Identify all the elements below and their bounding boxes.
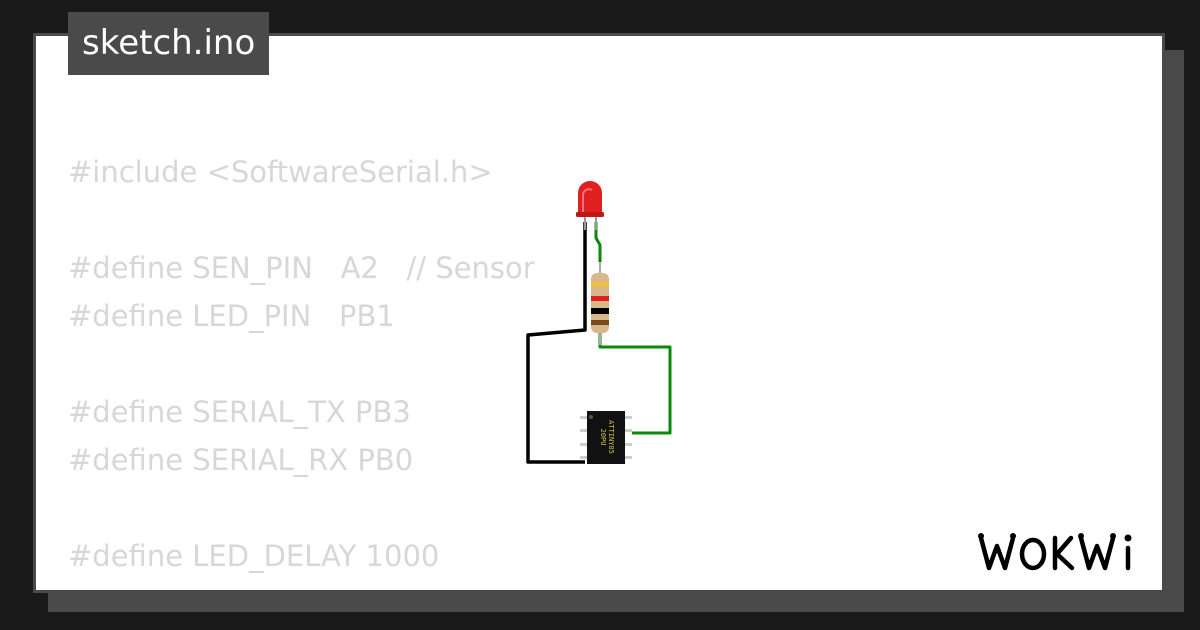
resistor[interactable] <box>591 262 609 345</box>
circuit-diagram: ATTINY85 20PU <box>526 181 672 464</box>
chip-label-line1: ATTINY85 <box>607 420 615 454</box>
code-line: #define LED_PIN PB1 <box>68 299 395 333</box>
code-line: #define LED_DELAY 1000 <box>68 539 440 573</box>
attiny85-chip[interactable]: ATTINY85 20PU <box>580 411 632 464</box>
code-line: #define SERIAL_TX PB3 <box>68 395 411 429</box>
wokwi-logo[interactable] <box>975 526 1150 576</box>
ground-wire[interactable] <box>526 222 587 464</box>
file-name-tab[interactable]: sketch.ino <box>68 12 270 75</box>
led[interactable] <box>576 181 604 230</box>
code-line: #include <SoftwareSerial.h> <box>68 155 493 189</box>
code-line: #define SEN_PIN A2 // Sensor <box>68 251 535 285</box>
code-line: #define SERIAL_RX PB0 <box>68 443 414 477</box>
chip-label-line2: 20PU <box>599 429 607 446</box>
